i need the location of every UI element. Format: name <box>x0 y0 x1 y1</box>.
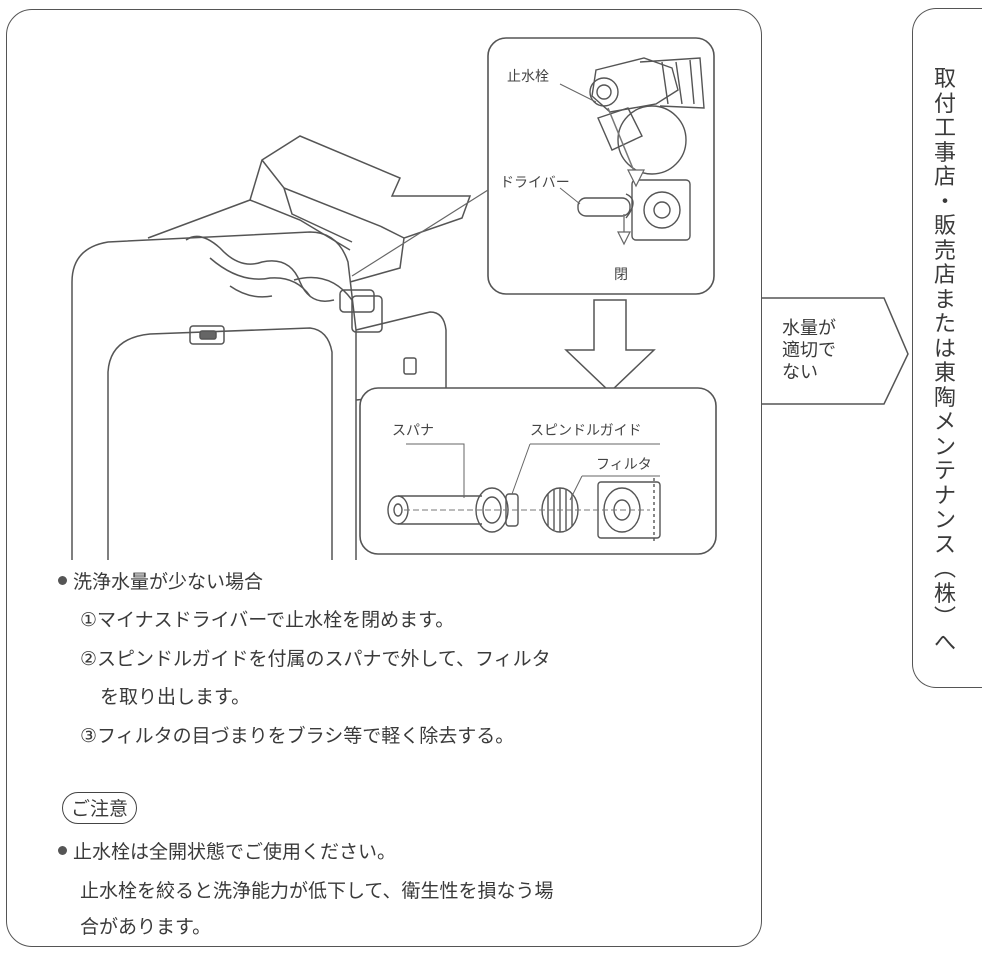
label-spanner: スパナ <box>392 423 434 439</box>
side-text-char: ︵ <box>933 557 956 582</box>
side-text-char: メ <box>933 410 956 435</box>
instruction-heading: 洗浄水量が少ない場合 <box>58 573 263 592</box>
side-text-char: ン <box>933 434 956 460</box>
toilet-unit-drawing <box>71 135 472 560</box>
flow-arrow-label: 水量が 適切で ない <box>782 318 836 384</box>
filter-inset <box>359 387 717 555</box>
side-text-char: 店 <box>933 263 956 288</box>
side-text-char: テ <box>933 459 956 484</box>
side-text-char: ン <box>933 508 956 533</box>
contact-side-text: 取付工事店・販売店または東陶メンテナンス︵株︶へ <box>930 67 960 656</box>
contact-side-box <box>912 8 982 688</box>
bullet-dot <box>58 846 67 855</box>
instruction-step-2: ②スピンドルガイドを付属のスパナで外して、フィルタ <box>80 648 551 670</box>
side-text-char: へ <box>933 630 956 656</box>
arrow-label-line-2: 適切で <box>782 340 836 361</box>
side-text-char: ︶ <box>933 606 956 631</box>
caution-bullet: 止水栓は全開状態でご使用ください。 <box>58 843 396 862</box>
to-right-arrow <box>762 297 909 405</box>
caution-line-3: 合があります。 <box>80 916 212 938</box>
label-driver: ドライバー <box>500 175 570 191</box>
side-text-char: 売 <box>933 238 956 264</box>
instruction-panel <box>6 9 762 947</box>
label-close: 閉 <box>614 267 628 283</box>
side-text-char: た <box>933 312 956 337</box>
side-text-char: 陶 <box>933 385 956 411</box>
side-text-char: 店 <box>933 165 956 190</box>
bullet-dot <box>58 576 67 585</box>
side-text-char: ス <box>933 532 956 558</box>
side-text-char: ま <box>933 287 956 313</box>
caution-line-2: 止水栓を絞ると洗浄能力が低下して、衛生性を損なう場 <box>80 880 554 902</box>
arrow-label-line-1: 水量が <box>782 318 836 339</box>
side-text-char: 取 <box>933 67 956 92</box>
caution-badge: ご注意 <box>62 792 138 824</box>
instruction-step-1: ①マイナスドライバーで止水栓を閉めます。 <box>80 609 455 631</box>
side-text-char: 株 <box>933 581 956 607</box>
side-text-char: 販 <box>933 214 956 239</box>
label-stop-valve: 止水栓 <box>507 69 549 85</box>
side-text-char: ナ <box>933 483 956 509</box>
side-text-char: は <box>933 336 956 362</box>
instruction-step-3: ③フィルタの目づまりをブラシ等で軽く除去する。 <box>80 725 515 747</box>
side-text-char: ・ <box>933 189 956 215</box>
stop-valve-inset <box>351 37 715 295</box>
side-text-char: 事 <box>933 140 956 166</box>
side-text-char: 工 <box>933 116 956 141</box>
side-text-char: 東 <box>933 361 956 386</box>
label-filter: フィルタ <box>596 457 652 473</box>
side-text-char: 付 <box>933 91 956 117</box>
label-spindle-guide: スピンドルガイド <box>530 423 642 439</box>
down-arrow <box>564 299 656 394</box>
arrow-label-line-3: ない <box>782 362 818 383</box>
instruction-step-2-cont: を取り出します。 <box>100 686 251 708</box>
